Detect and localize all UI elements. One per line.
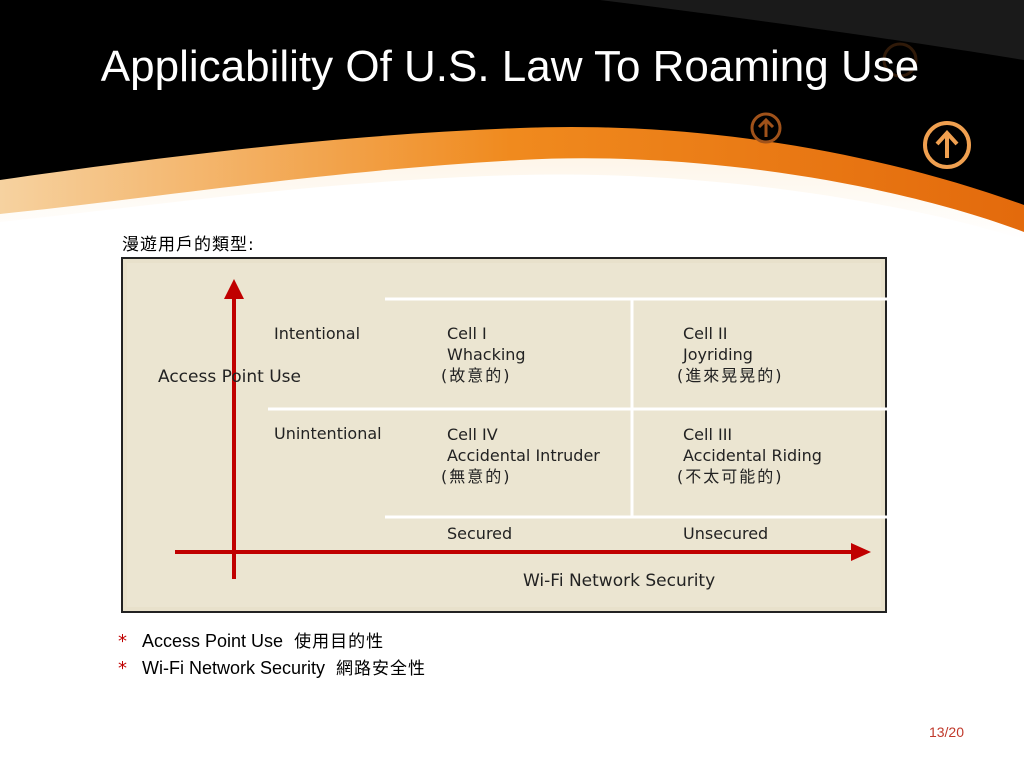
- cell-4-zh: (無意的): [441, 467, 512, 486]
- bullet-zh: 網路安全性: [336, 659, 427, 679]
- definition-list: * Access Point Use 使用目的性 * Wi-Fi Network…: [118, 628, 426, 682]
- y-axis-arrowhead: [224, 279, 244, 299]
- bullet-item: * Wi-Fi Network Security 網路安全性: [118, 655, 426, 682]
- y-axis-label: Access Point Use: [158, 367, 301, 387]
- cell-3-id: Cell III: [683, 425, 733, 444]
- cell-2-id: Cell II: [683, 324, 728, 343]
- bullet-marker: *: [118, 658, 127, 679]
- up-arrow-circle-icon: [923, 121, 971, 169]
- cell-1: Cell I Whacking (故意的): [441, 323, 526, 386]
- cell-4-name: Accidental Intruder: [447, 446, 600, 465]
- cell-3: Cell III Accidental Riding (不太可能的): [677, 424, 822, 487]
- cell-1-zh: (故意的): [441, 366, 512, 385]
- slide-title: Applicability Of U.S. Law To Roaming Use: [100, 42, 920, 91]
- cell-4-id: Cell IV: [447, 425, 498, 444]
- bullet-text: Wi-Fi Network Security: [142, 658, 326, 678]
- cell-2: Cell II Joyriding (進來晃晃的): [677, 323, 784, 386]
- x-axis-arrowhead: [851, 543, 871, 561]
- cell-3-zh: (不太可能的): [677, 467, 784, 486]
- cell-1-id: Cell I: [447, 324, 487, 343]
- column-header-secured: Secured: [447, 524, 513, 543]
- roaming-matrix-figure: Access Point Use Intentional Unintention…: [121, 257, 887, 613]
- row-header-unintentional: Unintentional: [274, 424, 382, 443]
- up-arrow-circle-icon: [882, 42, 918, 78]
- row-header-intentional: Intentional: [274, 324, 361, 343]
- bullet-item: * Access Point Use 使用目的性: [118, 628, 426, 655]
- page-number: 13/20: [928, 724, 964, 740]
- x-axis-label: Wi-Fi Network Security: [523, 571, 716, 591]
- intro-text: 漫遊用戶的類型:: [122, 235, 255, 255]
- column-header-unsecured: Unsecured: [683, 524, 769, 543]
- up-arrow-circle-icon: [750, 112, 782, 144]
- cell-2-name: Joyriding: [683, 345, 753, 364]
- bullet-zh: 使用目的性: [294, 632, 385, 652]
- bullet-text: Access Point Use: [142, 631, 284, 651]
- bullet-marker: *: [118, 631, 127, 652]
- matrix-lines: [175, 279, 887, 579]
- figure-background: [127, 263, 881, 607]
- cell-4: Cell IV Accidental Intruder (無意的): [441, 424, 600, 487]
- cell-2-zh: (進來晃晃的): [677, 366, 784, 385]
- header-banner: [0, 0, 1024, 240]
- cell-3-name: Accidental Riding: [683, 446, 822, 465]
- cell-1-name: Whacking: [447, 345, 526, 364]
